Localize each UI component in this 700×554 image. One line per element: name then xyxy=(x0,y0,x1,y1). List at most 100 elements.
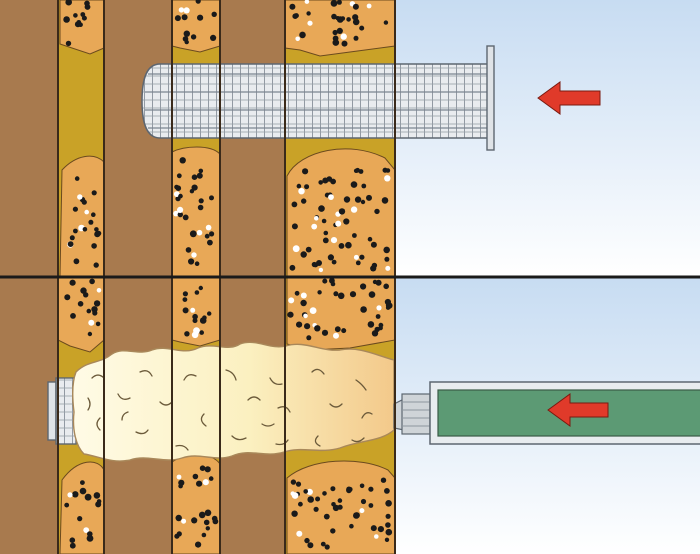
aggregate-dot xyxy=(330,237,338,244)
aggregate-dot xyxy=(321,218,327,224)
aggregate-dot xyxy=(360,199,366,205)
aggregate-dot xyxy=(173,210,179,217)
aggregate-dot xyxy=(340,33,347,40)
aggregate-dot xyxy=(341,328,347,334)
aggregate-dot xyxy=(330,486,336,492)
aggregate-dot xyxy=(314,325,321,332)
aggregate-dot xyxy=(359,25,365,31)
aggregate-dot xyxy=(368,486,374,492)
aggregate-dot xyxy=(95,501,102,508)
aggregate-dot xyxy=(313,506,319,512)
aggregate-dot xyxy=(69,542,76,549)
aggregate-dot xyxy=(201,532,207,538)
aggregate-dot xyxy=(64,294,71,301)
aggregate-dot xyxy=(370,525,377,532)
aggregate-dot xyxy=(87,531,93,537)
aggregate-dot xyxy=(384,488,390,494)
aggregate-dot xyxy=(194,290,200,295)
aggregate-dot xyxy=(65,40,72,47)
aggregate-dot xyxy=(385,168,391,173)
aggregate-dot xyxy=(197,204,204,211)
aggregate-dot xyxy=(322,237,329,244)
aggregate-dot xyxy=(191,184,198,191)
aggregate-dot xyxy=(323,513,330,520)
aggregate-dot xyxy=(292,245,300,253)
aggregate-dot xyxy=(349,291,357,298)
aggregate-dot xyxy=(322,177,329,184)
aggregate-dot xyxy=(83,292,89,298)
aggregate-dot xyxy=(383,283,390,290)
aggregate-dot xyxy=(371,262,378,269)
aggregate-dot xyxy=(88,319,95,326)
aggregate-dot xyxy=(198,168,204,174)
filler-blob xyxy=(59,461,105,554)
aggregate-dot xyxy=(346,17,351,22)
sleeve-flange xyxy=(486,45,495,151)
aggregate-dot xyxy=(385,305,391,310)
aggregate-dot xyxy=(69,235,75,241)
aggregate-dot xyxy=(191,174,198,180)
aggregate-dot xyxy=(190,34,197,40)
aggregate-dot xyxy=(361,183,367,189)
aggregate-dot xyxy=(292,13,299,19)
aggregate-dot xyxy=(306,335,312,341)
filler-blob xyxy=(59,0,105,55)
aggregate-dot xyxy=(205,526,210,531)
aggregate-dot xyxy=(183,7,190,14)
aggregate-dot xyxy=(298,188,305,195)
aggregate-dot xyxy=(289,264,296,271)
aggregate-dot xyxy=(298,501,303,507)
aggregate-dot xyxy=(91,306,98,313)
aggregate-dot xyxy=(354,512,360,519)
aggregate-dot xyxy=(69,537,76,543)
aggregate-dot xyxy=(190,307,196,313)
aggregate-dot xyxy=(316,260,322,266)
aggregate-dot xyxy=(185,247,192,253)
aggregate-dot xyxy=(196,172,203,179)
aggregate-dot xyxy=(72,491,79,498)
aggregate-dot xyxy=(384,537,390,542)
aggregate-dot xyxy=(197,14,204,21)
aggregate-dot xyxy=(304,323,311,330)
aggregate-dot xyxy=(77,194,83,200)
aggregate-dot xyxy=(188,258,195,265)
aggregate-dot xyxy=(70,313,76,319)
aggregate-dot xyxy=(73,13,78,18)
aggregate-dot xyxy=(332,29,338,36)
aggregate-dot xyxy=(346,486,352,492)
aggregate-dot xyxy=(303,489,309,494)
aggregate-dot xyxy=(336,0,342,5)
aggregate-dot xyxy=(189,230,197,238)
aggregate-dot xyxy=(306,488,313,495)
aggregate-dot xyxy=(93,492,101,499)
aggregate-dot xyxy=(63,16,70,23)
aggregate-dot xyxy=(333,291,339,297)
aggregate-dot xyxy=(79,487,87,495)
aggregate-dot xyxy=(318,267,324,273)
aggregate-dot xyxy=(366,3,372,9)
aggregate-dot xyxy=(183,30,190,37)
aggregate-dot xyxy=(182,307,189,314)
aggregate-dot xyxy=(178,193,183,199)
aggregate-dot xyxy=(321,329,329,336)
aggregate-dot xyxy=(336,16,344,23)
aggregate-dot xyxy=(318,180,324,185)
aggregate-dot xyxy=(337,292,345,300)
filler-blob xyxy=(57,277,105,353)
aggregate-dot xyxy=(177,206,184,213)
aggregate-dot xyxy=(204,509,212,517)
inject-arrow-icon xyxy=(547,393,609,427)
aggregate-dot xyxy=(176,173,182,179)
aggregate-dot xyxy=(307,542,314,549)
aggregate-dot xyxy=(368,291,376,298)
aggregate-dot xyxy=(385,522,391,528)
aggregate-dot xyxy=(73,258,80,265)
aggregate-dot xyxy=(352,18,360,26)
aggregate-dot xyxy=(67,241,74,248)
aggregate-dot xyxy=(372,279,378,285)
aggregate-dot xyxy=(202,479,209,486)
aggregate-dot xyxy=(385,528,393,536)
aggregate-dot xyxy=(208,476,214,481)
aggregate-dot xyxy=(196,480,203,487)
aggregate-dot xyxy=(367,321,375,328)
